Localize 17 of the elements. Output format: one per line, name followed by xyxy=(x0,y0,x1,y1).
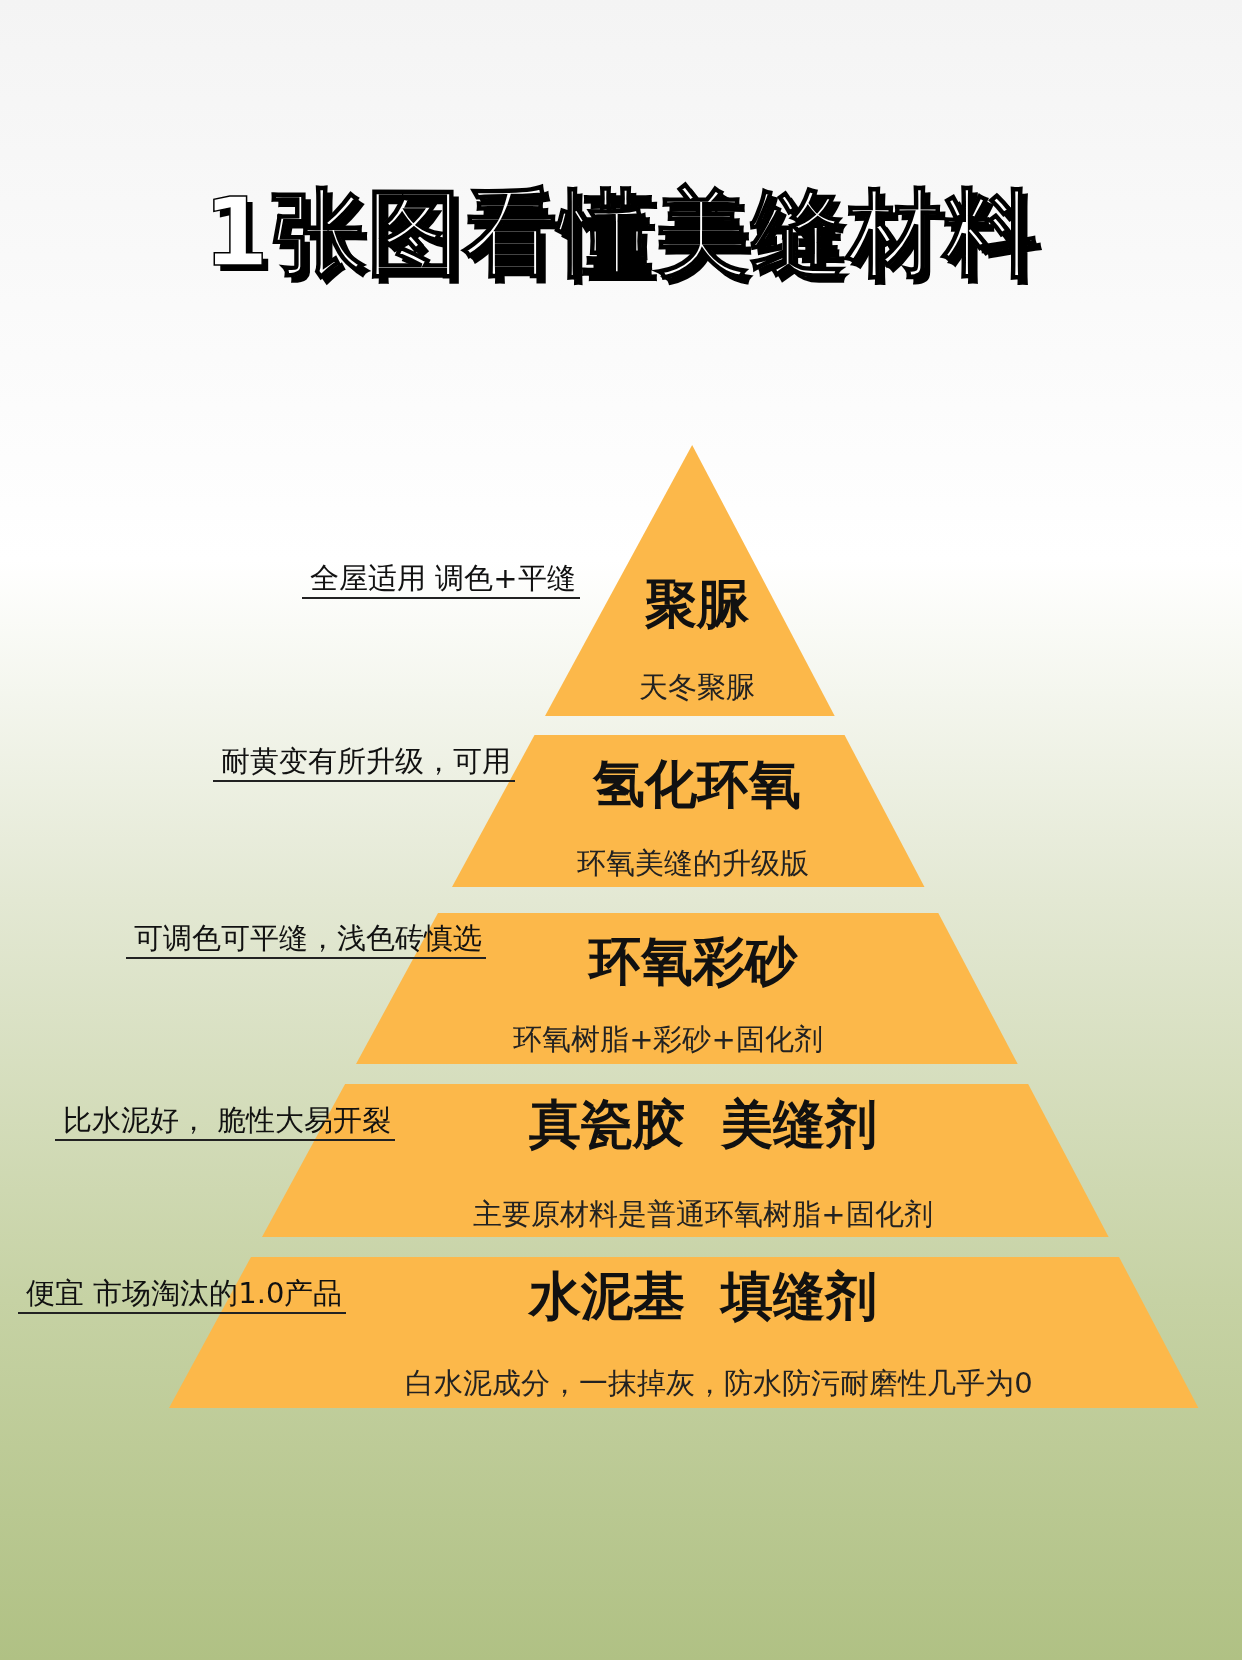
side-note: 便宜 市场淘汰的1.0产品 xyxy=(18,1277,347,1315)
tier-title: 聚脲 xyxy=(645,576,749,634)
tier-title: 水泥基 填缝剂 xyxy=(528,1268,878,1326)
tier-title: 环氧彩砂 xyxy=(589,933,797,991)
tier-description: 环氧美缝的升级版 xyxy=(577,848,809,880)
side-note: 耐黄变有所升级，可用 xyxy=(213,745,515,783)
title: 1张图看懂美缝材料 xyxy=(202,177,1040,289)
side-note: 全屋适用 调色+平缝 xyxy=(302,562,580,600)
tier-title: 真瓷胶 美缝剂 xyxy=(528,1096,878,1154)
tier-title: 氢化环氧 xyxy=(593,756,801,814)
tier-description: 主要原材料是普通环氧树脂+固化剂 xyxy=(473,1199,933,1231)
pyramid-tier xyxy=(452,735,925,887)
side-note: 可调色可平缝，浅色砖慎选 xyxy=(126,922,486,960)
tier-description: 天冬聚脲 xyxy=(639,672,755,704)
tier-description: 白水泥成分，一抹掉灰，防水防污耐磨性几乎为0 xyxy=(405,1368,1033,1400)
side-note: 比水泥好， 脆性大易开裂 xyxy=(55,1104,396,1142)
tier-description: 环氧树脂+彩砂+固化剂 xyxy=(513,1024,823,1056)
